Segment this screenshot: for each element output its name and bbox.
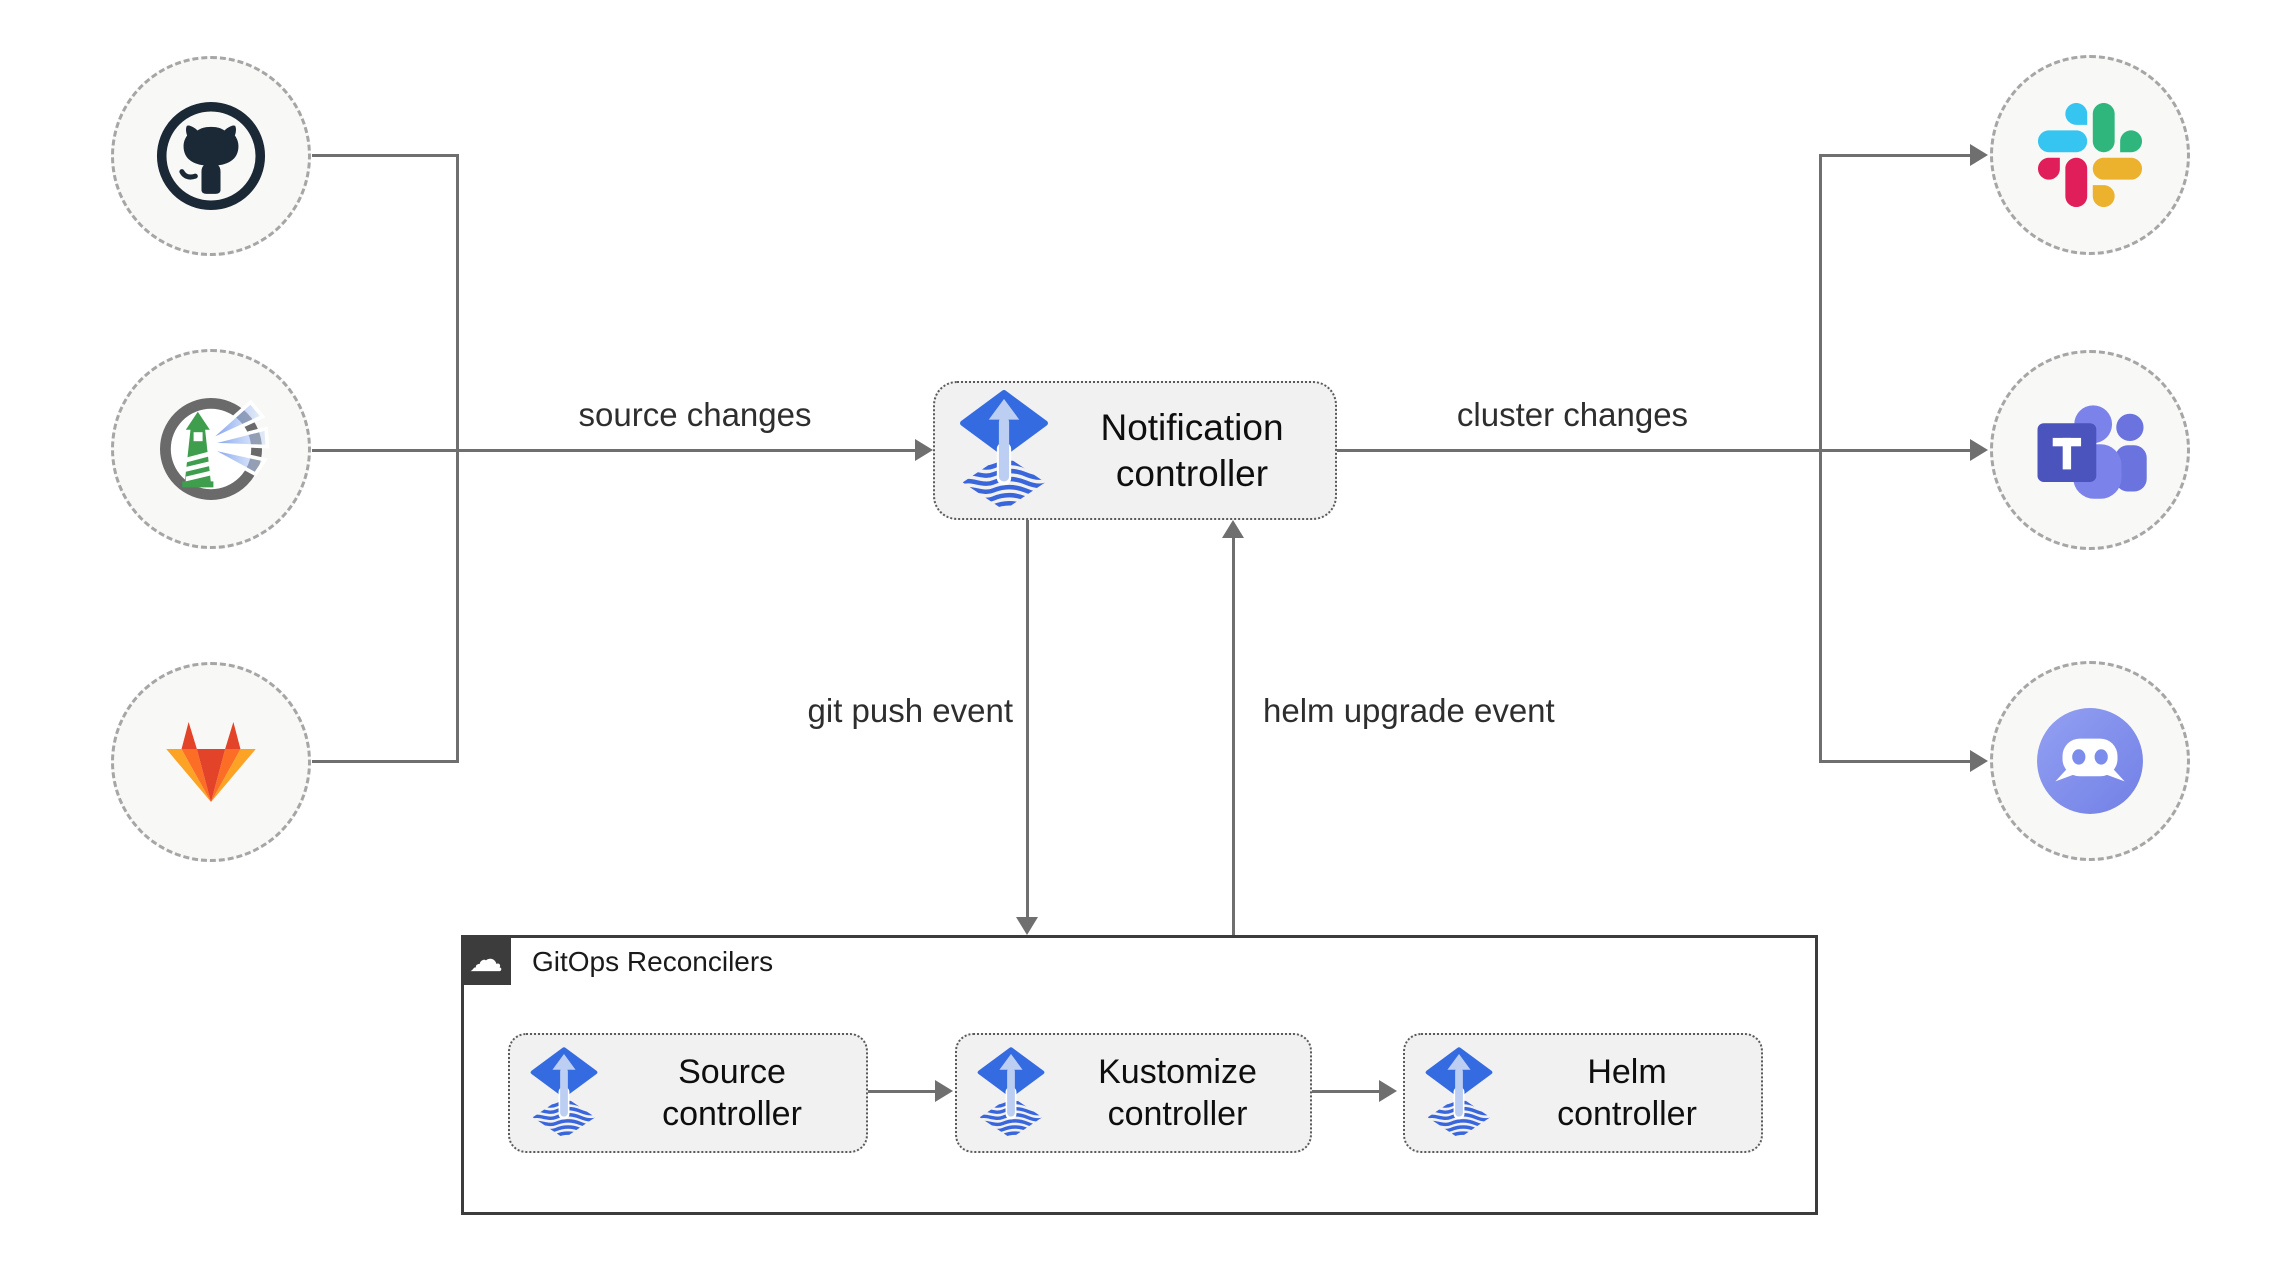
- edge-helm-upgrade-line: [1232, 538, 1235, 935]
- edge-git-push-line: [1026, 520, 1029, 918]
- edge-kustomize-to-helm: [1312, 1090, 1379, 1093]
- discord-icon: [2037, 708, 2143, 814]
- arrowhead-into-notification: [915, 439, 933, 461]
- source-node-gitlab: [111, 662, 311, 862]
- arrowhead-into-discord: [1970, 750, 1988, 772]
- edge-label-helm-upgrade-event: helm upgrade event: [1263, 692, 1555, 729]
- flux-icon: [530, 1047, 598, 1140]
- edge-label-cluster-changes: cluster changes: [1456, 396, 1689, 433]
- cloud-glyph: ☁: [469, 940, 503, 980]
- target-node-discord: [1990, 661, 2190, 861]
- arrowhead-into-teams: [1970, 439, 1988, 461]
- right-bus-line: [1819, 154, 1822, 763]
- flux-icon: [959, 390, 1049, 512]
- kustomize-controller-node: Kustomize controller: [955, 1033, 1312, 1153]
- target-node-slack: [1990, 55, 2190, 255]
- notification-controller-node: Notification controller: [933, 381, 1337, 520]
- source-controller-label: Source controller: [662, 1052, 802, 1133]
- arrowhead-into-kustomize: [935, 1080, 953, 1102]
- gitlab-icon: [166, 721, 256, 803]
- edge-to-slack: [1822, 154, 1970, 157]
- edge-to-discord: [1822, 760, 1970, 763]
- helm-controller-node: Helm controller: [1403, 1033, 1763, 1153]
- left-bus-line: [456, 154, 459, 763]
- edge-cluster-changes-line: [1337, 449, 1970, 452]
- ms-teams-icon: [2037, 404, 2147, 499]
- kustomize-controller-label: Kustomize controller: [1098, 1052, 1257, 1133]
- target-node-ms-teams: [1990, 350, 2190, 550]
- arrowhead-into-notification-bottom: [1222, 520, 1244, 538]
- arrowhead-into-reconcilers: [1016, 917, 1038, 935]
- cloud-icon: ☁: [461, 935, 511, 985]
- slack-icon: [2038, 103, 2142, 207]
- flux-icon: [977, 1047, 1045, 1140]
- helm-controller-label: Helm controller: [1557, 1052, 1697, 1133]
- edge-label-git-push-event: git push event: [807, 692, 1013, 729]
- source-controller-node: Source controller: [508, 1033, 868, 1153]
- edge-github-to-bus: [312, 154, 459, 157]
- gitops-reconcilers-title: GitOps Reconcilers: [532, 946, 774, 977]
- edge-source-to-kustomize: [868, 1090, 935, 1093]
- github-icon: [156, 101, 266, 211]
- flux-icon: [1425, 1047, 1493, 1140]
- source-node-harbor: [111, 349, 311, 549]
- harbor-icon: [160, 398, 270, 500]
- edge-source-changes-line: [312, 449, 915, 452]
- arrowhead-into-helm: [1379, 1080, 1397, 1102]
- edge-label-source-changes: source changes: [578, 396, 812, 433]
- edge-gitlab-to-bus: [312, 760, 459, 763]
- arrowhead-into-slack: [1970, 144, 1988, 166]
- source-node-github: [111, 56, 311, 256]
- notification-controller-label: Notification controller: [1100, 406, 1284, 494]
